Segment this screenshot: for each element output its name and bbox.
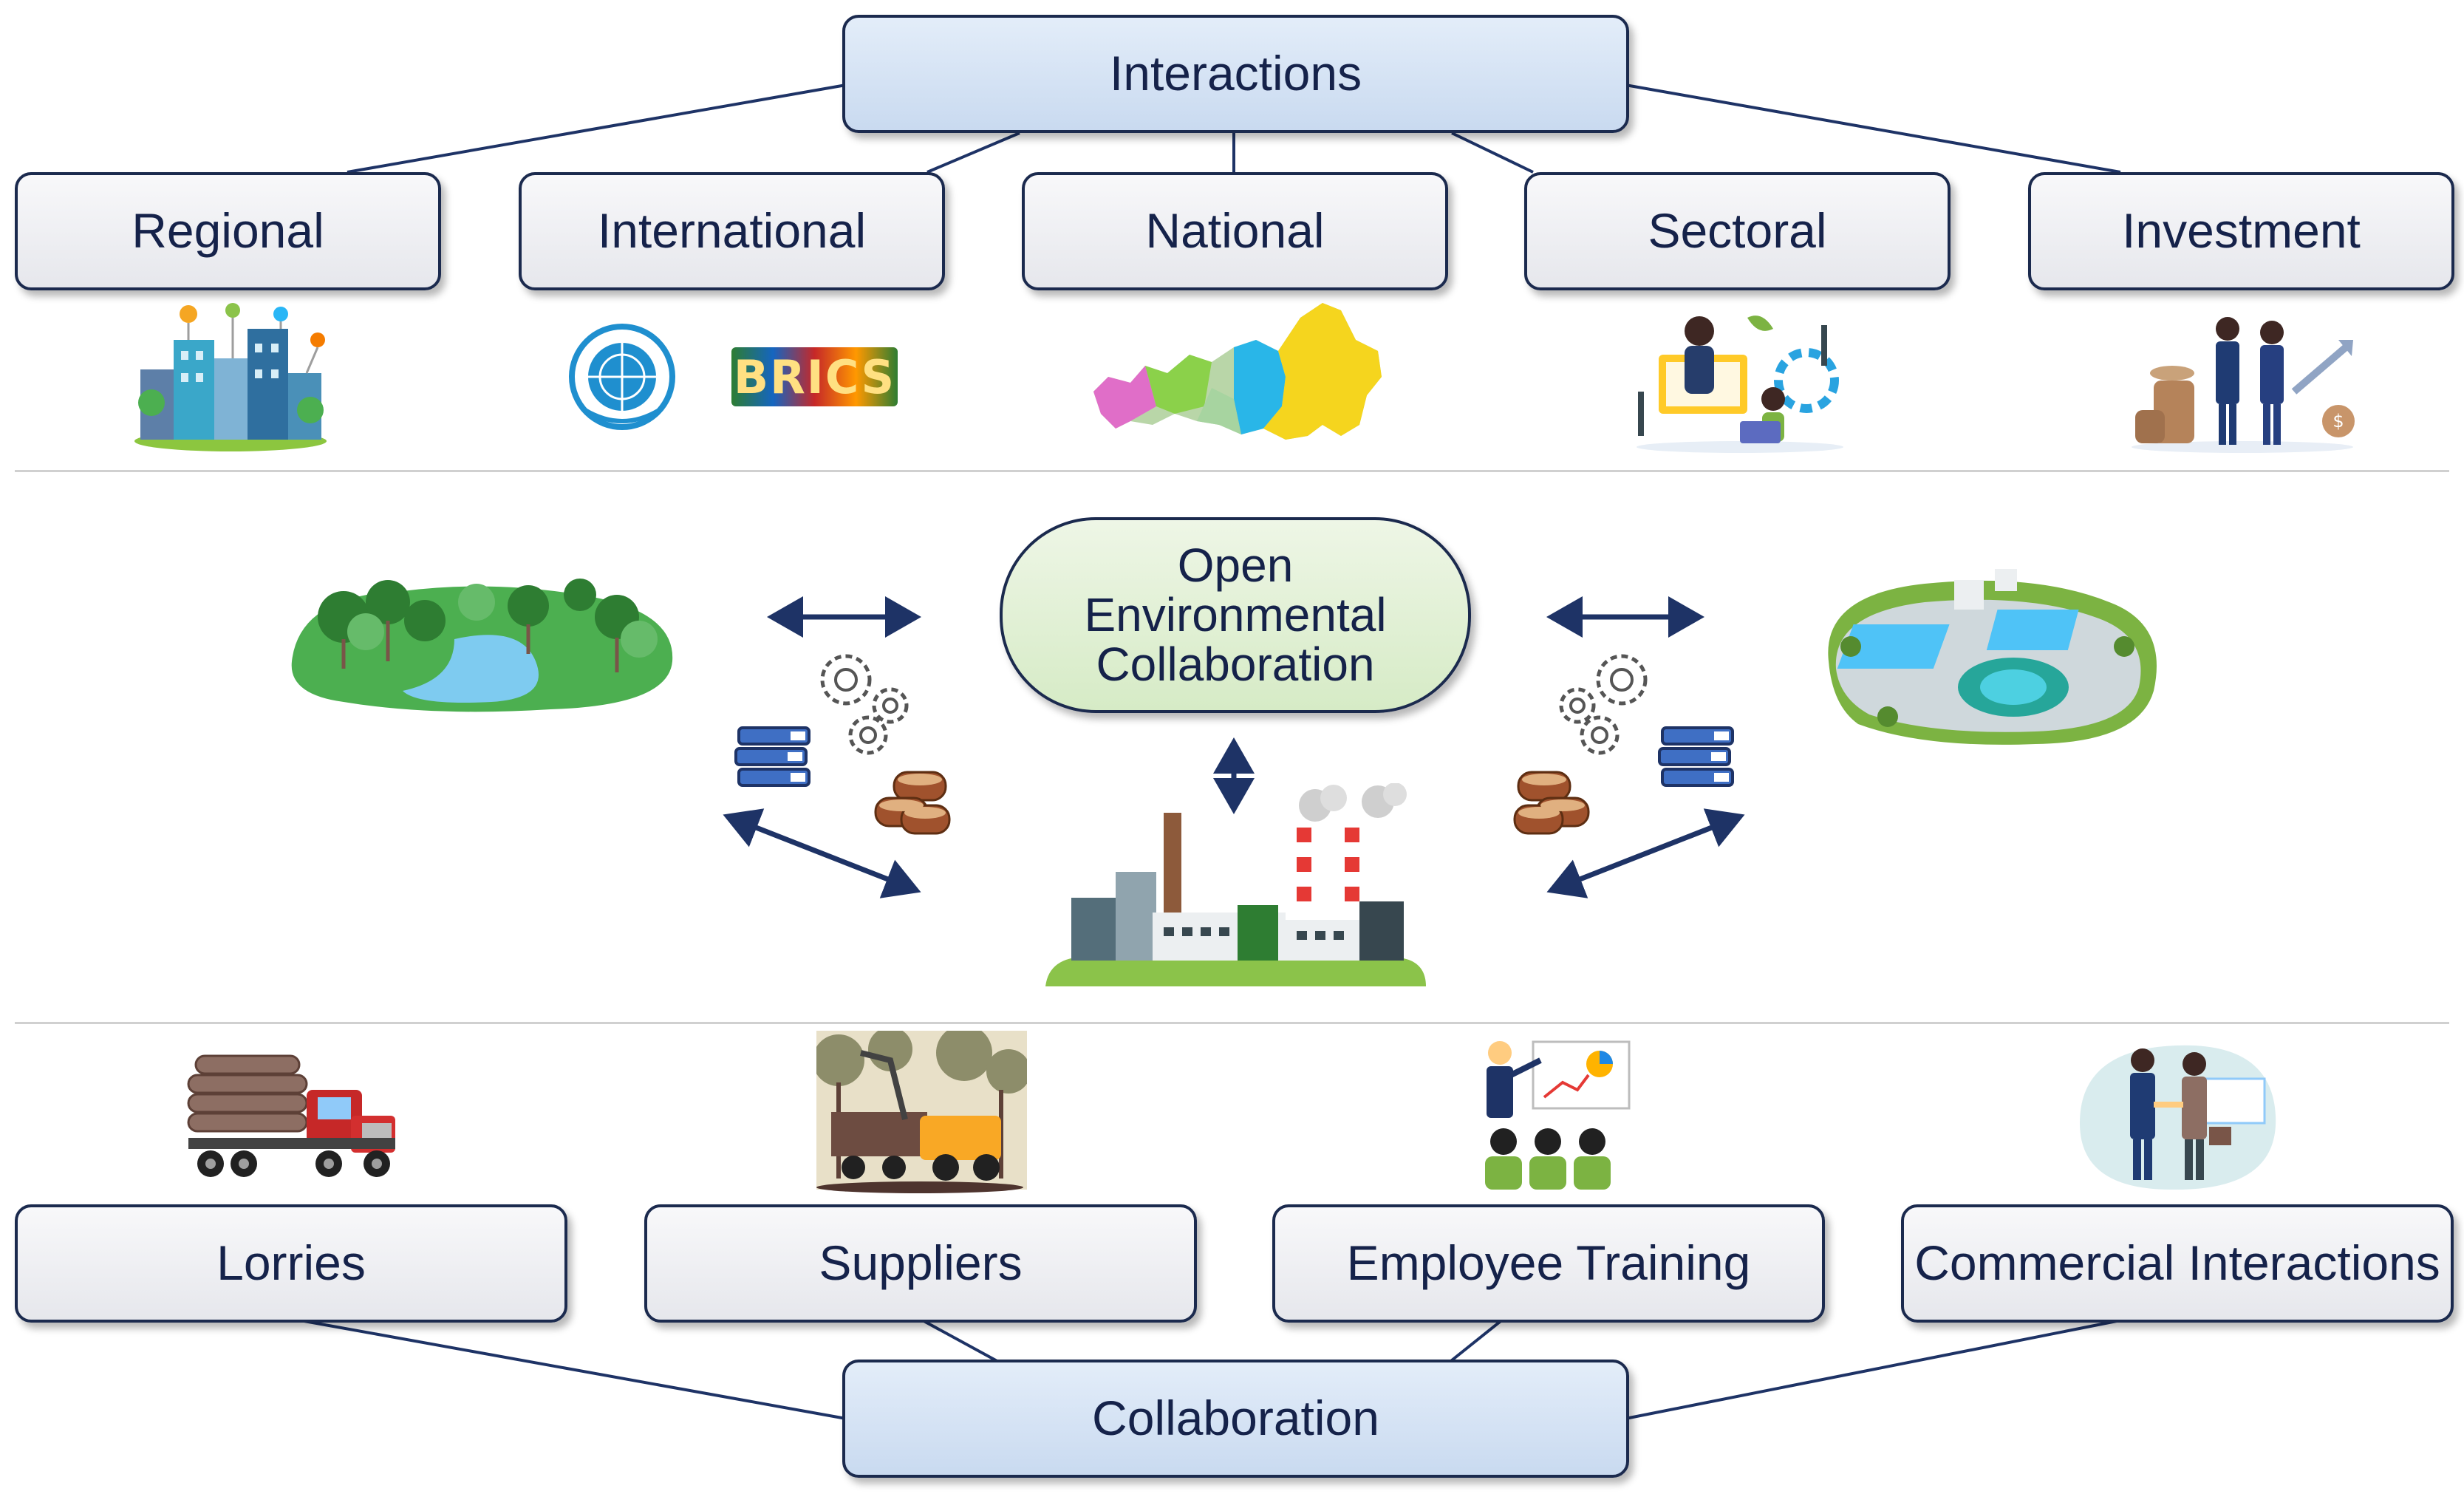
international-label: International [597,203,867,259]
employee-training-label: Employee Training [1346,1235,1751,1291]
connector-line [919,1317,1002,1365]
international-box: International [519,172,945,290]
russia-map-icon [1093,303,1382,440]
connector-line [1447,1317,1505,1365]
factory-icon [1045,783,1426,986]
environmental-line: Environmental [1084,587,1387,641]
open-collaboration-box: Open Environmental Collaboration [1000,517,1471,713]
forest-lake-icon [291,579,673,712]
brics-text: BRICS [733,349,896,404]
water-treatment-icon [1828,569,2157,745]
collaboration-box: Collaboration [842,1360,1629,1478]
connector-line [1451,132,1534,174]
separator-top [15,470,2449,472]
national-box: National [1022,172,1448,290]
un-emblem-icon [569,324,675,430]
suppliers-label: Suppliers [819,1235,1023,1291]
suppliers-box: Suppliers [644,1204,1197,1323]
interactions-box: Interactions [842,15,1629,133]
sectoral-box: Sectoral [1524,172,1951,290]
collaboration-line: Collaboration [1096,638,1375,692]
business-handshake-icon [2080,1045,2276,1190]
svg-text:$: $ [2332,411,2344,432]
regional-box: Regional [15,172,441,290]
connector-line [291,1317,847,1420]
employee-training-box: Employee Training [1272,1204,1825,1323]
double-arrow [723,808,921,898]
connector-line [1625,83,2121,174]
connector-line [347,83,847,174]
sectoral-label: Sectoral [1648,203,1827,259]
city-icon [134,303,327,451]
commercial-interactions-box: Commercial Interactions [1901,1204,2454,1323]
connector-line [1625,1317,2129,1420]
investment-box: Investment [2028,172,2454,290]
connector-line [926,132,1020,174]
gears-icon [820,654,909,755]
coins-icon [874,771,951,835]
open-line: Open [1177,538,1294,592]
books-icon [1658,726,1734,787]
double-arrow [1546,808,1745,898]
lorries-label: Lorries [216,1235,366,1291]
coins-icon [1513,771,1590,835]
lorries-box: Lorries [15,1204,567,1323]
brics-logo-icon: BRICS [731,347,898,406]
logging-truck-icon [187,1054,395,1177]
collaboration-label: Collaboration [1092,1391,1379,1446]
investment-handshake-icon: $ [2132,317,2355,453]
gears-icon [1559,654,1648,755]
regional-label: Regional [132,203,324,259]
separator-bottom [15,1022,2449,1024]
national-label: National [1145,203,1325,259]
books-icon [734,726,810,787]
forest-harvester-icon [816,1031,1027,1193]
training-presentation-icon [1485,1040,1631,1190]
sectoral-people-icon [1637,315,1843,453]
commercial-interactions-label: Commercial Interactions [1914,1235,2440,1291]
investment-label: Investment [2122,203,2361,259]
interactions-label: Interactions [1109,46,1362,101]
